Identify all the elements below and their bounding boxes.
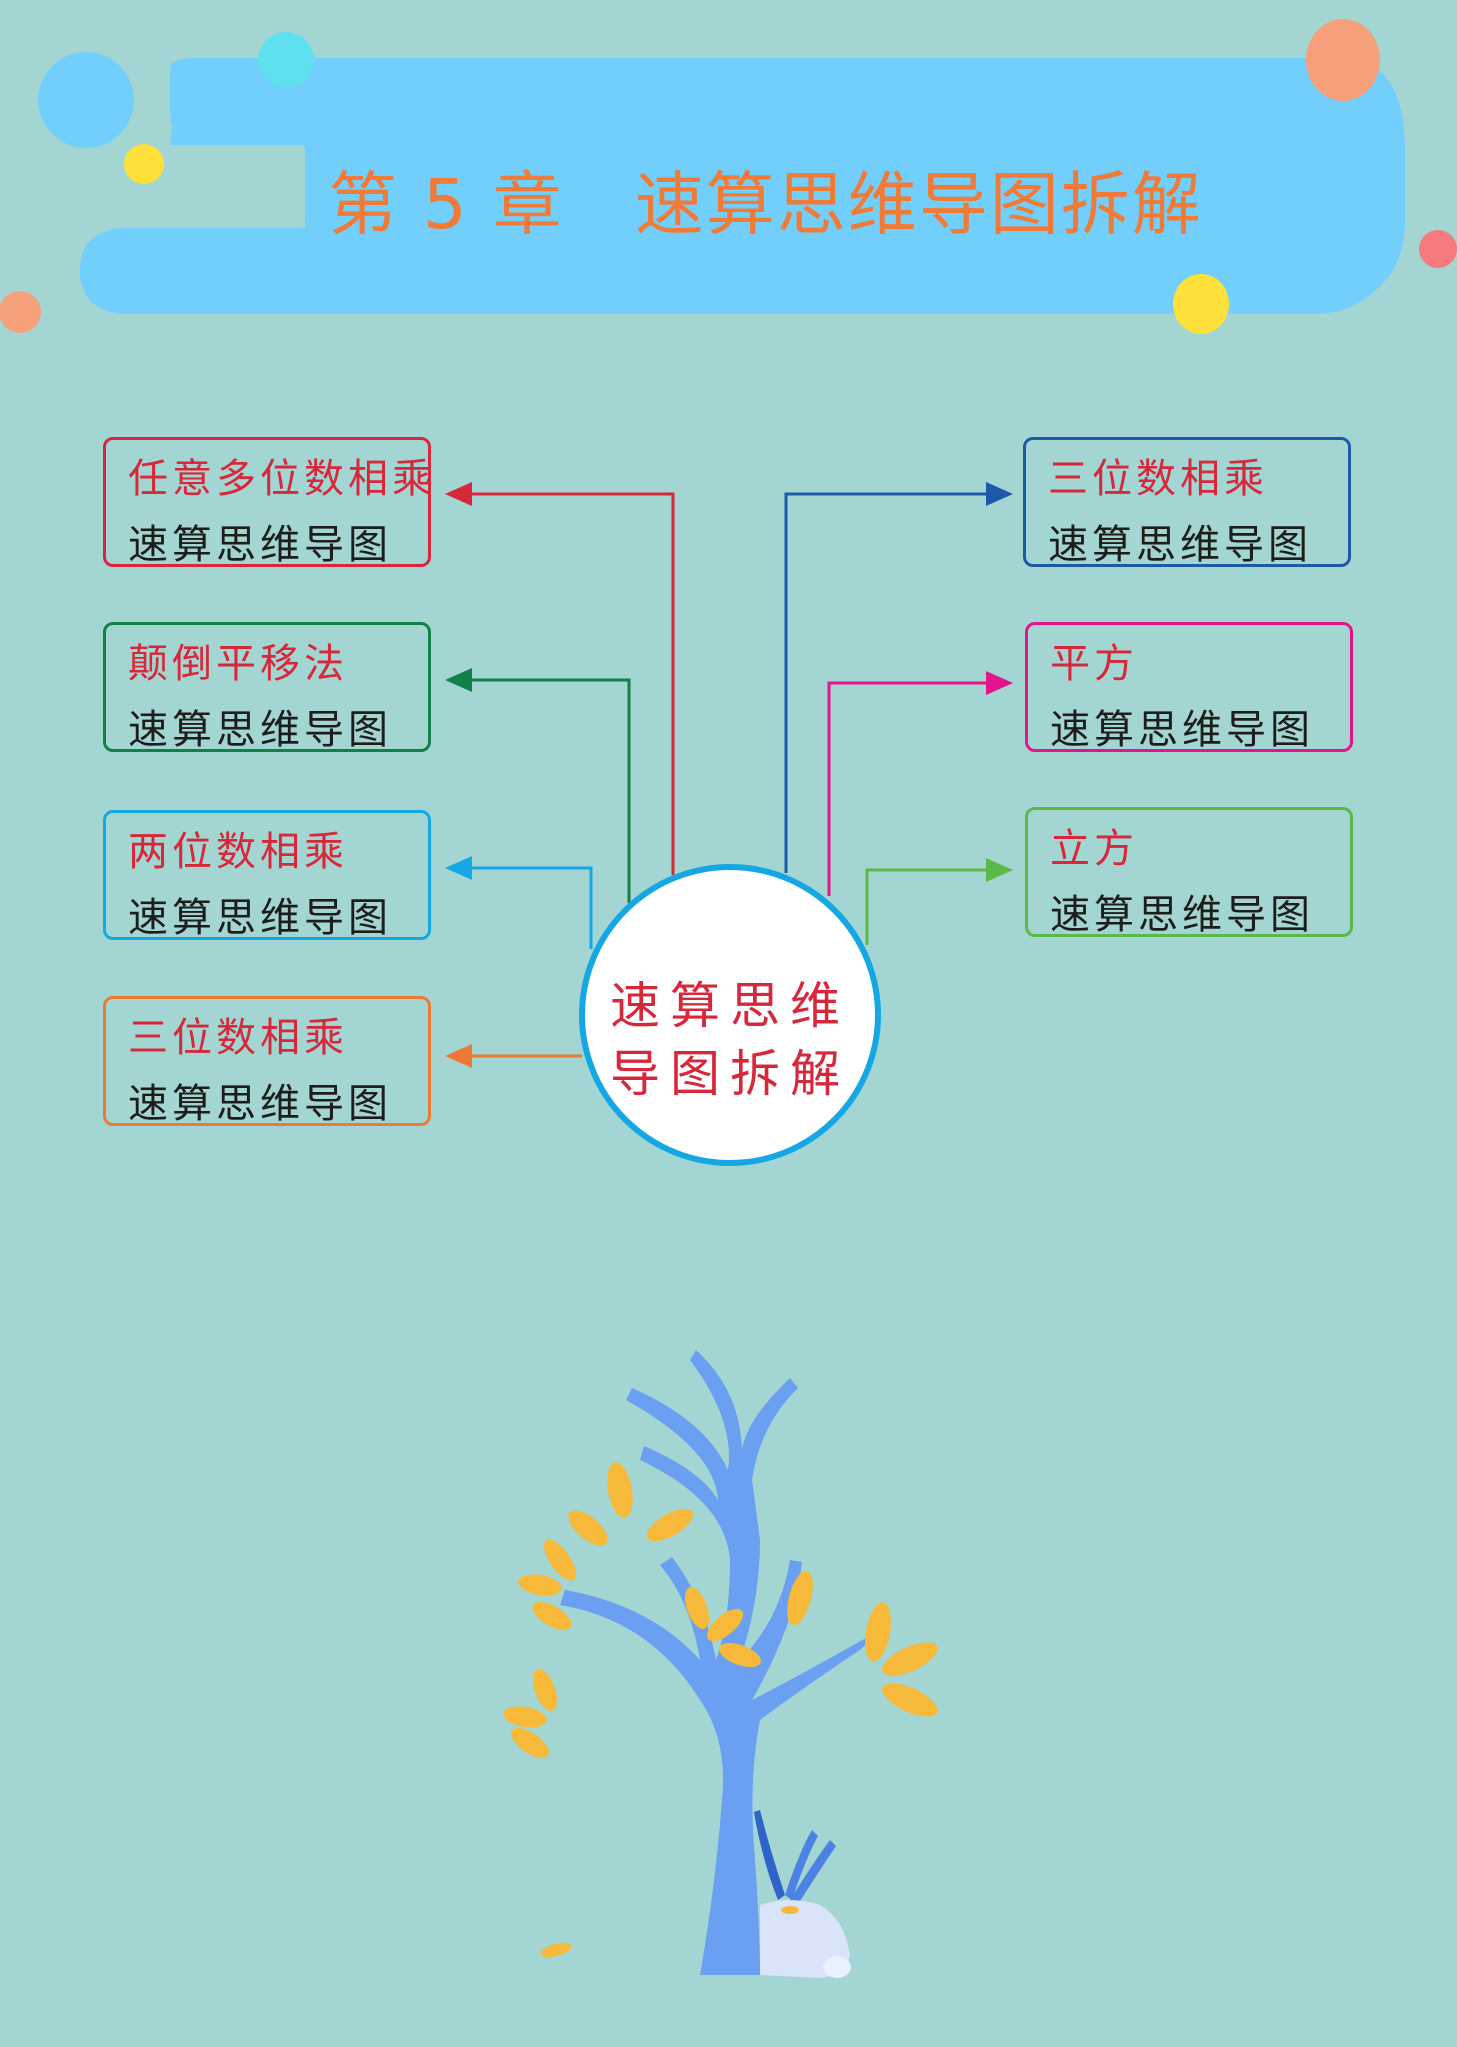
node-subtitle: 速算思维导图 bbox=[128, 707, 392, 753]
node-subtitle: 速算思维导图 bbox=[1050, 892, 1314, 938]
center-node: 速算思维 导图拆解 bbox=[579, 864, 881, 1166]
bubble bbox=[1306, 19, 1380, 101]
node-subtitle: 速算思维导图 bbox=[128, 522, 392, 568]
tree-grass bbox=[754, 1810, 836, 1904]
bubble bbox=[38, 52, 134, 148]
node-subtitle: 速算思维导图 bbox=[128, 895, 392, 941]
connector-left-3 bbox=[445, 856, 593, 949]
tree-leaves bbox=[503, 1462, 938, 1958]
node-left-2: 颠倒平移法 速算思维导图 bbox=[103, 622, 431, 753]
page-title: 第 5 章 速算思维导图拆解 bbox=[328, 165, 1203, 245]
node-left-3: 两位数相乘 速算思维导图 bbox=[103, 810, 431, 941]
bubble bbox=[124, 144, 164, 184]
node-subtitle: 速算思维导图 bbox=[1050, 707, 1314, 753]
node-title: 任意多位数相乘 bbox=[128, 456, 436, 502]
connector-left-2 bbox=[445, 668, 631, 903]
connector-right-1 bbox=[784, 482, 1013, 873]
tree-rock bbox=[760, 1900, 851, 1978]
node-title: 两位数相乘 bbox=[128, 829, 348, 875]
node-right-3: 立方 速算思维导图 bbox=[1025, 807, 1353, 938]
node-right-2: 平方 速算思维导图 bbox=[1025, 622, 1353, 753]
bubble bbox=[1419, 230, 1457, 268]
center-node-line1: 速算思维 bbox=[610, 977, 850, 1035]
node-right-1: 三位数相乘 速算思维导图 bbox=[1023, 437, 1351, 568]
node-title: 三位数相乘 bbox=[128, 1015, 348, 1061]
bubble bbox=[0, 291, 41, 333]
bubble bbox=[1173, 274, 1229, 334]
connector-right-2 bbox=[827, 671, 1013, 896]
connector-right-3 bbox=[865, 858, 1013, 945]
node-title: 三位数相乘 bbox=[1048, 456, 1268, 502]
tree-trunk bbox=[560, 1350, 880, 1975]
header-banner bbox=[80, 58, 1405, 314]
node-left-1: 任意多位数相乘 速算思维导图 bbox=[103, 437, 432, 568]
connector-left-1 bbox=[445, 482, 675, 875]
node-subtitle: 速算思维导图 bbox=[128, 1081, 392, 1127]
node-title: 平方 bbox=[1050, 641, 1138, 687]
center-node-line2: 导图拆解 bbox=[610, 1045, 850, 1103]
bubble bbox=[258, 32, 314, 88]
node-left-4: 三位数相乘 速算思维导图 bbox=[103, 996, 431, 1127]
node-subtitle: 速算思维导图 bbox=[1048, 522, 1312, 568]
node-title: 颠倒平移法 bbox=[128, 641, 348, 687]
node-title: 立方 bbox=[1050, 826, 1138, 872]
